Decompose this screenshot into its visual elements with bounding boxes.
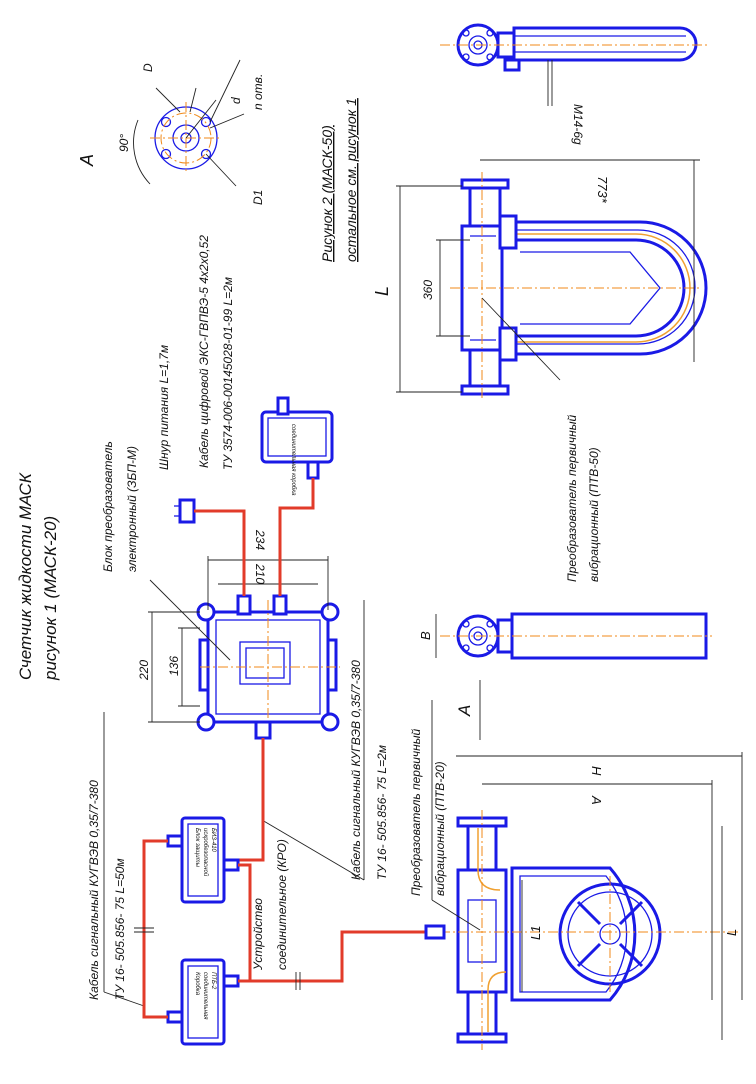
dim-A: A [589, 795, 604, 805]
sensor20-label2: вибрационный (ПТВ-20) [433, 761, 447, 896]
figure1-subtitle: рисунок 1 (МАСК-20) [41, 516, 60, 681]
signal-cable-top-label: Кабель сигнальный КУГВЭВ 0,35/7-380 [349, 660, 363, 880]
view-a-arrow-label: A [455, 705, 474, 717]
dim-H: H [589, 766, 604, 776]
power-plug [174, 498, 246, 596]
signal-cable-top-tu: ТУ 16- 505.856- 75 L=2м [375, 745, 389, 880]
signal-cable-left-tu: ТУ 16- 505.856- 75 L=50м [113, 858, 127, 1000]
dim-360: 360 [421, 280, 435, 300]
dim-136: 136 [167, 656, 181, 676]
box-b-text3: ПТБ-2 [210, 972, 216, 990]
figure1-title: Счетчик жидкости МАСК [16, 472, 35, 680]
figure2-title: Рисунок 2 (МАСК-50) [319, 125, 335, 262]
dim-L1: L1 [528, 926, 543, 940]
connector-label: Устройство [251, 898, 265, 971]
dim-L-fig2: L [372, 286, 392, 296]
digital-cable-tu: ТУ 3574-006-00145028-01-99 L=2м [221, 277, 235, 470]
dim-234: 234 [253, 529, 267, 550]
dim-thread: М14-6g [571, 104, 585, 145]
dim-773: 773* [595, 176, 610, 204]
dim-D1: D1 [251, 190, 265, 205]
mask20-sensor [424, 700, 743, 1050]
dim-n-holes: n отв. [251, 74, 265, 110]
mask20-side-view [435, 612, 712, 660]
sensor50-label2: вибрационный (ПТВ-50) [587, 447, 601, 582]
junction-box-small [260, 396, 334, 596]
dim-90deg: 90° [117, 134, 131, 152]
connector-label2: соединительное (КРО) [275, 839, 289, 970]
protection-box [166, 816, 240, 904]
dim-d: d [229, 97, 243, 104]
small-box-text: соединительная коробка [290, 424, 296, 496]
dim-L-fig1: L [724, 929, 739, 936]
mask50-top-view [396, 159, 708, 400]
box-a-text1: Блок защиты [194, 828, 200, 868]
sensor50-label: Преобразователь первичный [565, 414, 579, 582]
view-a-label: A [77, 154, 97, 167]
dim-B: B [418, 631, 433, 640]
electronic-unit-label2: электронный (ЗБП-М) [125, 446, 139, 572]
signal-cable-left-label: Кабель сигнальный КУГВЭВ 0,35/7-380 [87, 780, 101, 1000]
box-b-text1: Коробка [194, 972, 200, 996]
box-a-text2: искробезопасной [202, 828, 209, 877]
dim-D: D [141, 63, 155, 72]
figure2-subtitle: остальное см. рисунок 1 [343, 98, 359, 262]
digital-cable-label: Кабель цифровой ЭКС-ГВПВЭ-5 4х2х0,52 [197, 235, 211, 468]
dim-210: 210 [253, 563, 267, 584]
mask50-side-view [440, 23, 710, 106]
electronic-unit-label: Блок преобразователь [101, 441, 115, 572]
sensor20-label: Преобразователь первичный [409, 728, 423, 896]
electronic-unit [148, 556, 340, 740]
view-a-flange [133, 59, 245, 187]
dim-220: 220 [137, 660, 151, 681]
box-a-text3: БИЗ-410 [210, 828, 216, 853]
box-b-text2: соединительная [202, 972, 208, 1020]
power-cord-label: Шнур питания L=1,7м [157, 345, 171, 470]
